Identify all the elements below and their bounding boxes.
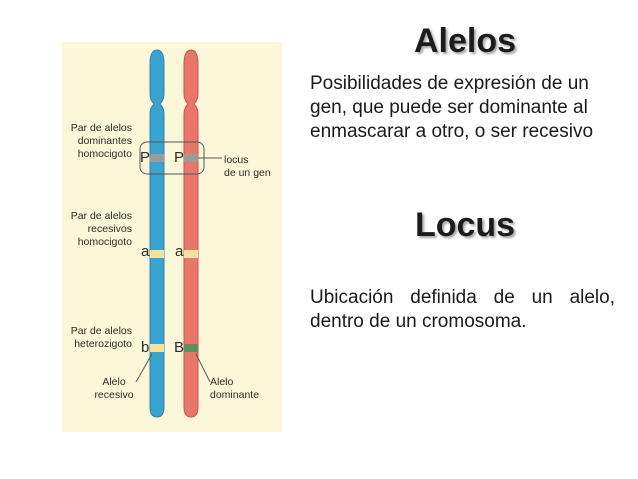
allele-blue-top: P (140, 149, 151, 166)
chromosome-figure: Par de alelos dominantes homocigoto Par … (62, 42, 282, 432)
label-locus: locus de un gen (224, 154, 271, 179)
allele-red-top: P (174, 149, 185, 166)
label-recessive-allele: Alelo recesivo (94, 376, 134, 401)
locus-title: Locus (414, 206, 516, 244)
dominant-pointer (195, 353, 211, 383)
locus-description: Ubicación definida de un alelo, dentro d… (310, 287, 615, 332)
allele-red-mid: a (175, 243, 184, 260)
allele-red-bottom: B (174, 339, 185, 356)
label-hetero-pair: Par de alelos heterozigoto (70, 325, 132, 350)
band-red-b (184, 344, 198, 352)
band-blue-b (150, 344, 164, 352)
label-dominant-pair: Par de alelos dominantes homocigoto (70, 122, 132, 160)
alelos-description: Posibilidades de expresión de un gen, qu… (310, 73, 594, 142)
band-red-p (184, 154, 198, 162)
blue-chromosome (149, 49, 165, 418)
allele-blue-bottom: b (141, 339, 150, 356)
chromosome-diagram (135, 49, 222, 418)
recessive-pointer (135, 353, 153, 383)
allele-blue-mid: a (141, 243, 150, 260)
alelos-title: Alelos (413, 22, 517, 60)
label-dominant-allele: Alelo dominante (210, 376, 260, 401)
label-recessive-pair: Par de alelos recesivos homocigoto (70, 210, 132, 248)
band-red-a (184, 250, 198, 258)
band-blue-a (150, 250, 164, 258)
red-chromosome (183, 49, 199, 418)
band-blue-p (150, 154, 164, 162)
